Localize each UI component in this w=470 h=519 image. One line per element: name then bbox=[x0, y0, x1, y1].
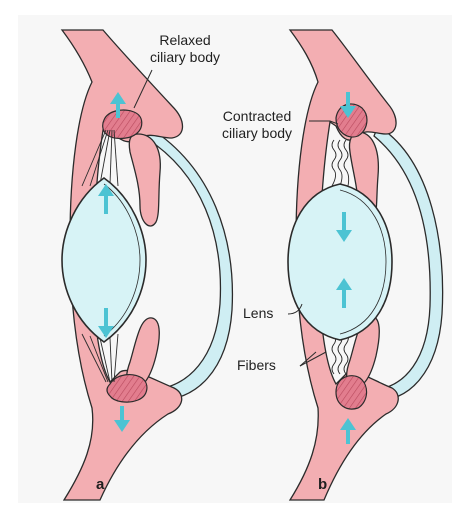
panel-b-label-fibers: Fibers bbox=[237, 357, 276, 374]
panel-b-ciliary-body-bottom bbox=[336, 376, 367, 409]
panel-b-label-contracted: Contracted ciliary body bbox=[222, 108, 292, 142]
panel-b-letter: b bbox=[318, 476, 327, 493]
panel-b-lens bbox=[288, 184, 392, 340]
panel-b-label-lens: Lens bbox=[243, 305, 273, 322]
panel-a-letter: a bbox=[96, 476, 104, 493]
panel-a bbox=[62, 30, 232, 500]
panel-a-ciliary-body-top bbox=[103, 110, 142, 138]
panel-b bbox=[288, 30, 443, 500]
panel-a-label-relaxed: Relaxed ciliary body bbox=[150, 32, 220, 66]
